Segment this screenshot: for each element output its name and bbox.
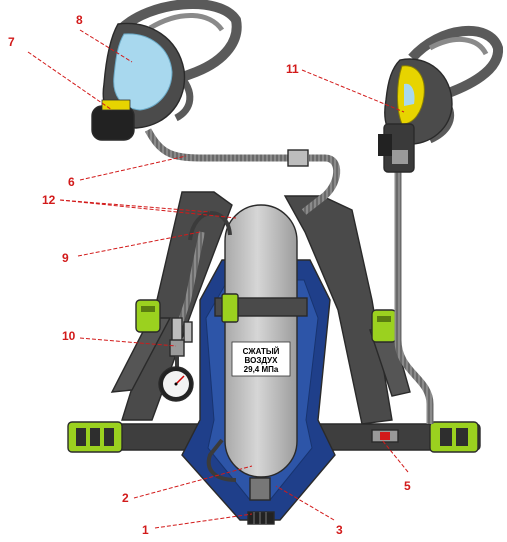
right-supply-hose — [394, 170, 434, 424]
cylinder-label-line3: 29,4 МПа — [244, 365, 279, 374]
callout-7: 7 — [8, 35, 15, 49]
left-mask-head-harness — [116, 0, 242, 83]
cylinder-body — [224, 204, 298, 478]
callout-labels: 8 7 11 6 12 9 10 5 2 3 1 — [8, 13, 411, 537]
callout-11: 11 — [286, 62, 299, 76]
hose-quick-coupling — [287, 149, 309, 167]
callout-6: 6 — [68, 175, 75, 189]
demand-valve-hose — [144, 128, 290, 162]
left-mask-visor — [113, 33, 173, 111]
left-belt-buckle — [67, 421, 123, 453]
callout-1: 1 — [142, 523, 149, 537]
callout-9: 9 — [62, 251, 69, 265]
left-lower-strap — [110, 317, 172, 393]
whistle-signal — [169, 317, 193, 357]
callout-2: 2 — [122, 491, 129, 505]
right-shoulder-strap — [283, 195, 393, 425]
callout-8: 8 — [76, 13, 83, 27]
right-face-mask — [378, 25, 503, 173]
cylinder-label-plate — [231, 341, 291, 377]
air-cylinder: СЖАТЫЙ ВОЗДУХ 29,4 МПа — [214, 204, 308, 525]
left-face-mask — [91, 0, 242, 141]
right-mask-head-harness — [408, 25, 503, 101]
left-demand-valve — [91, 105, 135, 141]
callout-10: 10 — [62, 329, 76, 343]
reducer-hose — [206, 438, 237, 482]
belt-connector — [371, 429, 399, 443]
cylinder-label-line1: СЖАТЫЙ — [243, 347, 280, 356]
left-shoulder-buckle — [135, 299, 161, 333]
callout-3: 3 — [336, 523, 343, 537]
callout-5: 5 — [404, 479, 411, 493]
cylinder-valve — [249, 477, 271, 501]
shoulder-hose-loop — [188, 211, 232, 241]
callout-leaders — [27, 29, 409, 529]
right-shoulder-buckle — [371, 309, 397, 343]
callout-12: 12 — [42, 193, 56, 207]
cylinder-label-line2: ВОЗДУХ — [245, 356, 279, 365]
pressure-gauge — [158, 366, 194, 402]
right-belt-buckle — [429, 421, 479, 453]
strap-buckle — [221, 293, 239, 323]
